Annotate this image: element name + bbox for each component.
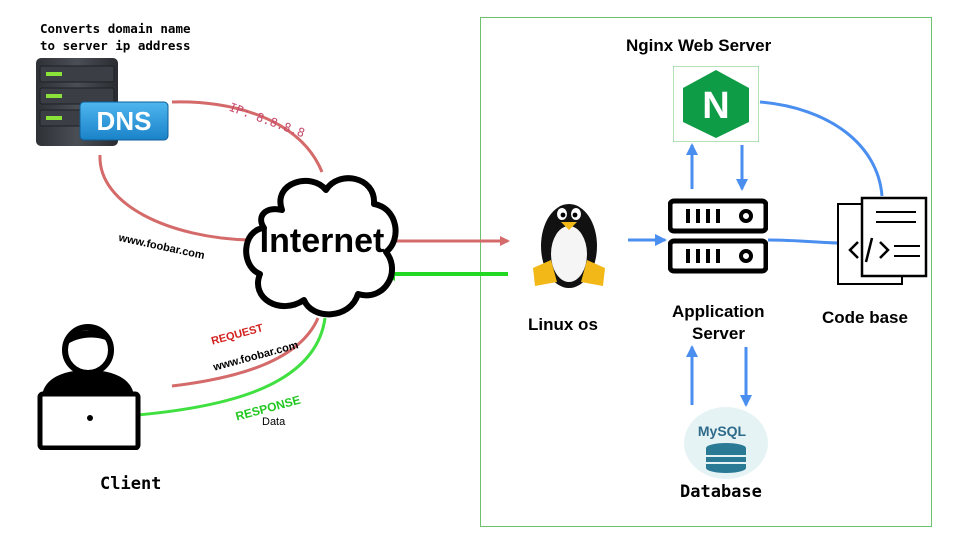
client-label: Client — [100, 474, 162, 494]
dns-ip-arc — [171, 100, 324, 173]
mysql-label: MySQL — [698, 423, 747, 439]
nginx-letter: N — [702, 85, 729, 127]
response-data-label: Data — [262, 416, 286, 428]
nginx-logo-icon: N — [673, 66, 759, 142]
dns-domain-arc — [98, 154, 251, 242]
dns-icon-label: DNS — [97, 106, 152, 136]
server-title: Nginx Web Server — [626, 36, 772, 55]
linux-tux-icon — [533, 204, 605, 288]
codebase-label: Code base — [822, 308, 908, 327]
app-server-label-line1: Application — [672, 302, 765, 321]
dns-server-icon: DNS — [36, 58, 169, 146]
request-line — [171, 317, 320, 388]
app-to-codebase-line — [767, 238, 841, 245]
dns-description: Converts domain name to server ip addres… — [40, 21, 191, 53]
internet-label: Internet — [260, 222, 385, 260]
mysql-database-icon: MySQL — [684, 407, 768, 479]
database-label: Database — [680, 482, 762, 502]
app-server-icon — [668, 198, 768, 274]
nginx-to-codebase-arc — [759, 100, 884, 197]
linux-label: Linux os — [528, 315, 598, 334]
internet-cloud-icon: Internet — [243, 175, 399, 318]
codebase-file-icon — [837, 196, 928, 285]
app-server-label-line2: Server — [692, 324, 745, 343]
client-user-icon — [37, 324, 141, 450]
